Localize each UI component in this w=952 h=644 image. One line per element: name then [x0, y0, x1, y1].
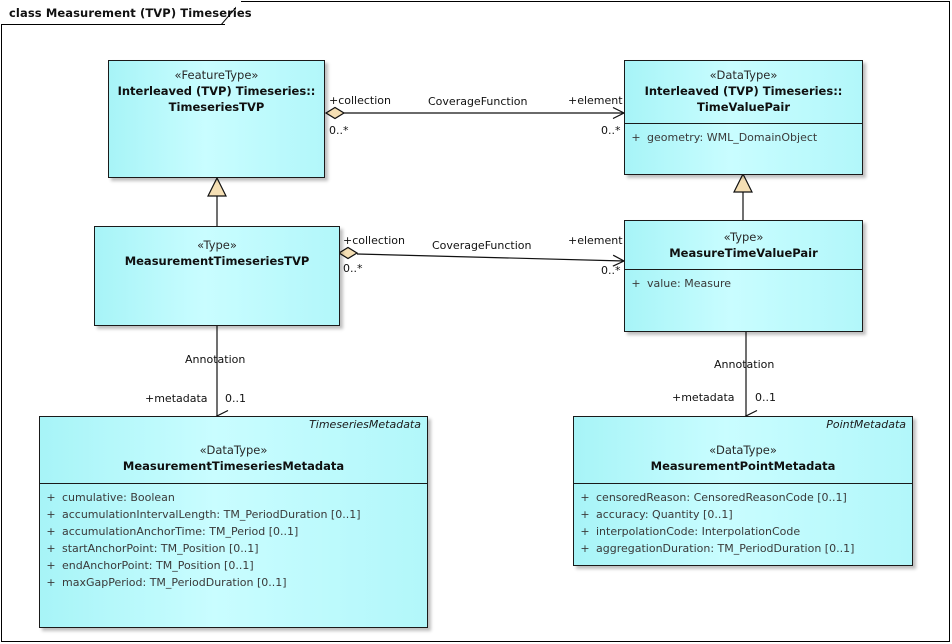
attribute-visibility: +: [631, 131, 641, 144]
attribute-visibility: +: [46, 508, 56, 521]
class-separator: [625, 269, 862, 270]
attribute-signature: cumulative: Boolean: [62, 491, 175, 504]
class-attribute-row: + interpolationCode: InterpolationCode: [574, 523, 912, 540]
class-stereotype: «DataType»: [199, 443, 268, 457]
class-header: «Type» MeasurementTimeseriesTVP: [95, 227, 339, 277]
class-separator: [40, 483, 427, 484]
class-attributes: + geometry: WML_DomainObject: [625, 124, 862, 151]
attribute-signature: accuracy: Quantity [0..1]: [596, 508, 733, 521]
label-annotation-left: Annotation: [185, 353, 246, 366]
class-name-line1: MeasurementPointMetadata: [650, 459, 836, 473]
class-name-line2: TimeseriesTVP: [168, 100, 265, 114]
class-box-measurement-point-metadata[interactable]: PointMetadata «DataType» MeasurementPoin…: [573, 416, 913, 566]
attribute-signature: startAnchorPoint: TM_Position [0..1]: [62, 542, 259, 555]
class-attribute-row: + accuracy: Quantity [0..1]: [574, 506, 912, 523]
attribute-signature: aggregationDuration: TM_PeriodDuration […: [596, 542, 855, 555]
class-header: «DataType» MeasurementPointMetadata: [574, 434, 912, 483]
title-tab-slant-icon: [220, 6, 236, 25]
attribute-signature: accumulationIntervalLength: TM_PeriodDur…: [62, 508, 361, 521]
attribute-visibility: +: [580, 542, 590, 555]
class-stereotype: «DataType»: [709, 68, 778, 82]
attribute-visibility: +: [46, 542, 56, 555]
attribute-signature: value: Measure: [647, 277, 731, 290]
class-attribute-row: + endAnchorPoint: TM_Position [0..1]: [40, 557, 427, 574]
label-mult-collection-bottom: 0..*: [343, 262, 363, 275]
class-attribute-row: + cumulative: Boolean: [40, 489, 427, 506]
class-attribute-row: + aggregationDuration: TM_PeriodDuration…: [574, 540, 912, 557]
class-attribute-row: + censoredReason: CensoredReasonCode [0.…: [574, 489, 912, 506]
class-attributes: + censoredReason: CensoredReasonCode [0.…: [574, 484, 912, 562]
class-box-measure-time-value-pair[interactable]: «Type» MeasureTimeValuePair + value: Mea…: [624, 220, 863, 332]
class-header: «DataType» MeasurementTimeseriesMetadata: [40, 434, 427, 483]
class-attribute-row: + value: Measure: [625, 275, 862, 292]
class-box-measurement-timeseries-metadata[interactable]: TimeseriesMetadata «DataType» Measuremen…: [39, 416, 428, 628]
class-attribute-row: + accumulationIntervalLength: TM_PeriodD…: [40, 506, 427, 523]
class-box-time-value-pair[interactable]: «DataType» Interleaved (TVP) Timeseries:…: [624, 60, 863, 175]
label-metadata-left: +metadata: [145, 392, 208, 405]
attribute-signature: censoredReason: CensoredReasonCode [0..1…: [596, 491, 847, 504]
class-attributes: + cumulative: Boolean + accumulationInte…: [40, 484, 427, 596]
label-mult-metadata-left: 0..1: [225, 392, 246, 405]
class-namespace: TimeseriesMetadata: [309, 418, 421, 431]
class-attributes: + value: Measure: [625, 270, 862, 297]
label-mult-collection-top: 0..*: [329, 124, 349, 137]
attribute-signature: endAnchorPoint: TM_Position [0..1]: [62, 559, 254, 572]
class-header: «FeatureType» Interleaved (TVP) Timeseri…: [109, 61, 324, 123]
attribute-visibility: +: [46, 525, 56, 538]
attribute-signature: geometry: WML_DomainObject: [647, 131, 818, 144]
label-mult-metadata-right: 0..1: [755, 391, 776, 404]
class-stereotype: «FeatureType»: [174, 68, 259, 82]
attribute-signature: maxGapPeriod: TM_PeriodDuration [0..1]: [62, 576, 287, 589]
class-stereotype: «Type»: [197, 238, 237, 252]
label-mult-element-top: 0..*: [601, 124, 621, 137]
attribute-signature: accumulationAnchorTime: TM_Period [0..1]: [62, 525, 299, 538]
label-element-bottom: +element: [568, 234, 623, 247]
attribute-visibility: +: [580, 491, 590, 504]
class-box-timeseries-tvp[interactable]: «FeatureType» Interleaved (TVP) Timeseri…: [108, 60, 325, 178]
label-coverage-function-bottom: CoverageFunction: [432, 239, 532, 252]
attribute-visibility: +: [580, 508, 590, 521]
class-separator: [625, 123, 862, 124]
attribute-visibility: +: [46, 559, 56, 572]
attribute-visibility: +: [580, 525, 590, 538]
label-element-top: +element: [568, 94, 623, 107]
class-name-line1: Interleaved (TVP) Timeseries::: [644, 84, 843, 98]
class-name-line1: Interleaved (TVP) Timeseries::: [117, 84, 316, 98]
class-attribute-row: + maxGapPeriod: TM_PeriodDuration [0..1]: [40, 574, 427, 591]
class-name-line2: TimeValuePair: [696, 100, 791, 114]
attribute-visibility: +: [46, 576, 56, 589]
attribute-visibility: +: [46, 491, 56, 504]
label-annotation-right: Annotation: [714, 358, 775, 371]
label-mult-element-bottom: 0..*: [601, 264, 621, 277]
class-separator: [574, 483, 912, 484]
class-attribute-row: + startAnchorPoint: TM_Position [0..1]: [40, 540, 427, 557]
label-collection-bottom: +collection: [343, 234, 405, 247]
class-name-line1: MeasureTimeValuePair: [669, 246, 818, 260]
page-title: class Measurement (TVP) Timeseries: [9, 5, 252, 20]
class-header: «Type» MeasureTimeValuePair: [625, 221, 862, 269]
class-name-line1: MeasurementTimeseriesTVP: [124, 254, 310, 268]
class-attribute-row: + accumulationAnchorTime: TM_Period [0..…: [40, 523, 427, 540]
class-stereotype: «DataType»: [709, 443, 777, 457]
class-box-measurement-timeseries-tvp[interactable]: «Type» MeasurementTimeseriesTVP: [94, 226, 340, 326]
attribute-visibility: +: [631, 277, 641, 290]
label-collection-top: +collection: [329, 94, 391, 107]
label-coverage-function-top: CoverageFunction: [428, 95, 528, 108]
class-stereotype: «Type»: [723, 230, 764, 244]
label-metadata-right: +metadata: [672, 391, 735, 404]
class-header: «DataType» Interleaved (TVP) Timeseries:…: [625, 61, 862, 123]
attribute-signature: interpolationCode: InterpolationCode: [596, 525, 801, 538]
diagram-title-tab: class Measurement (TVP) Timeseries: [1, 1, 252, 25]
class-name-line1: MeasurementTimeseriesMetadata: [122, 459, 345, 473]
class-attribute-row: + geometry: WML_DomainObject: [625, 129, 862, 146]
class-namespace: PointMetadata: [826, 418, 906, 431]
